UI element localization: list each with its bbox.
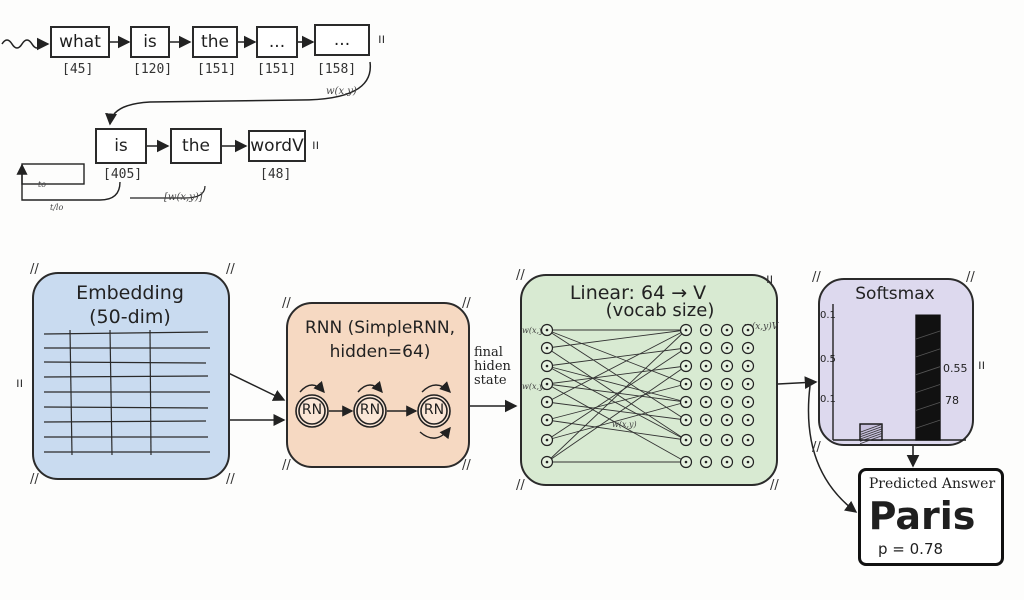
corner-mark: // bbox=[516, 478, 525, 493]
final-state-line3: state bbox=[474, 373, 507, 388]
softmax-title: Softsmax bbox=[855, 284, 935, 304]
softmax-right-mark: ıı bbox=[978, 358, 986, 373]
final-state-label: final hiden state bbox=[474, 346, 511, 388]
softmax-ytick-1: 0.1 bbox=[820, 310, 836, 321]
linear-output-label: w(x,y)V bbox=[744, 322, 779, 332]
rnn-cell-2: RN bbox=[359, 402, 381, 418]
rnn-cell-3: RN bbox=[423, 402, 445, 418]
linear-input-label-a: w(x,y) bbox=[522, 326, 547, 335]
row2-annotation: [w(x,y)] bbox=[164, 192, 203, 203]
corner-mark: // bbox=[966, 270, 975, 285]
loop-label: t/lo bbox=[50, 203, 64, 212]
softmax-ytick-2: 0.5 bbox=[820, 354, 836, 365]
corner-mark: // bbox=[812, 440, 821, 455]
row2-end-mark: ıı bbox=[312, 138, 320, 153]
corner-mark: // bbox=[516, 268, 525, 283]
token-ellipsis-1: ... bbox=[256, 26, 298, 58]
linear-subtitle: (vocab size) bbox=[605, 300, 715, 321]
feedback-loop-2 bbox=[130, 185, 206, 199]
linear-input-label-b: w(x,y) bbox=[522, 382, 547, 391]
corner-mark: // bbox=[462, 296, 471, 311]
index-row2-wordv: [48] bbox=[260, 167, 292, 182]
corner-mark: // bbox=[30, 262, 39, 277]
input-squiggle bbox=[1, 37, 50, 51]
index-is: [120] bbox=[133, 62, 173, 77]
final-state-line2: hiden bbox=[474, 359, 511, 374]
state-label: to bbox=[38, 180, 47, 189]
linear-mid-label: w(x,y) bbox=[612, 420, 637, 429]
rnn-subtitle: hidden=64) bbox=[329, 342, 431, 362]
embedding-left-mark: ıı bbox=[16, 376, 24, 391]
linear-title: Linear: 64 → V bbox=[569, 282, 707, 304]
row1-annotation: w(x,y) bbox=[326, 86, 357, 97]
corner-mark: // bbox=[812, 270, 821, 285]
index-ellipsis-1: [151] bbox=[257, 62, 297, 77]
embedding-title: Embedding bbox=[76, 282, 184, 304]
token-what: what bbox=[50, 26, 110, 58]
token-row2-the: the bbox=[170, 128, 222, 164]
index-ellipsis-2: [158] bbox=[317, 62, 357, 77]
softmax-panel bbox=[818, 278, 974, 446]
wrap-arrow bbox=[105, 61, 371, 126]
corner-mark: // bbox=[462, 458, 471, 473]
corner-mark: // bbox=[30, 472, 39, 487]
arrow-linear-softmax bbox=[777, 376, 818, 389]
corner-mark: // bbox=[282, 458, 291, 473]
index-the: [151] bbox=[197, 62, 237, 77]
token-row2-wordv: wordV bbox=[248, 130, 306, 162]
corner-mark: // bbox=[226, 472, 235, 487]
token-ellipsis-2: ... bbox=[314, 24, 370, 56]
prediction-title: Predicted Answer bbox=[868, 476, 996, 492]
token-is: is bbox=[130, 26, 170, 58]
prediction-answer: Paris bbox=[868, 494, 976, 538]
rnn-title: RNN (SimpleRNN, bbox=[305, 318, 455, 338]
arrow-to-prediction-curve bbox=[807, 385, 858, 513]
rnn-cell-1: RN bbox=[301, 402, 323, 418]
token-row2-is: is bbox=[95, 128, 147, 164]
prediction-probability: p = 0.78 bbox=[878, 540, 944, 558]
row1-end-mark: ıı bbox=[378, 32, 386, 47]
softmax-bar-label-1: 0.55 bbox=[943, 362, 968, 375]
embedding-subtitle: (50-dim) bbox=[89, 306, 171, 328]
linear-right-mark: ıı bbox=[766, 272, 774, 287]
state-box bbox=[21, 163, 85, 185]
corner-mark: // bbox=[226, 262, 235, 277]
feedback-loop bbox=[16, 163, 121, 201]
prediction-box bbox=[858, 468, 1004, 566]
final-state-line1: final bbox=[474, 345, 503, 360]
softmax-ytick-3: 0.1 bbox=[820, 394, 836, 405]
token-the: the bbox=[192, 26, 238, 58]
softmax-bar-label-2: 78 bbox=[945, 394, 959, 407]
index-row2-is: [405] bbox=[103, 167, 143, 182]
corner-mark: // bbox=[770, 478, 779, 493]
index-what: [45] bbox=[62, 62, 94, 77]
corner-mark: // bbox=[282, 296, 291, 311]
